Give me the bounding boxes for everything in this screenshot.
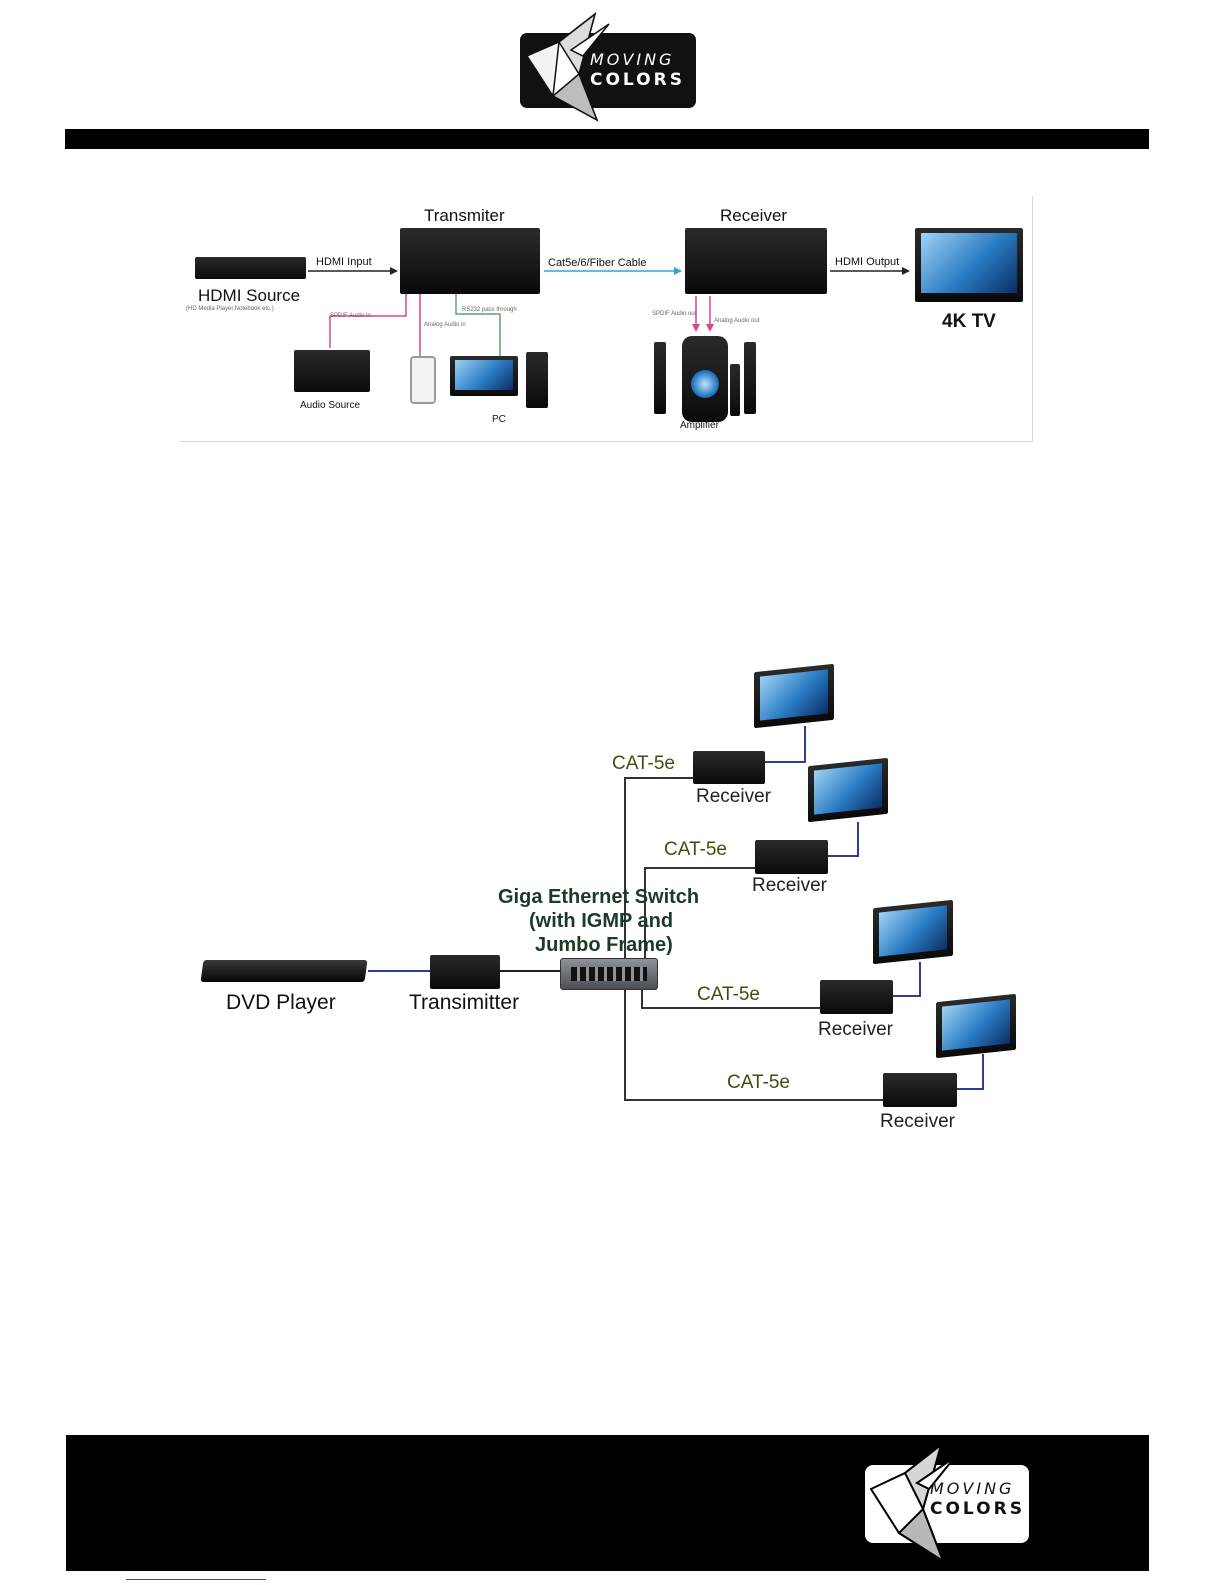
cable-label: Cat5e/6/Fiber Cable xyxy=(548,257,647,269)
switch-ports xyxy=(571,967,647,981)
cat-label-1: CAT-5e xyxy=(612,753,676,774)
receiver-label-3: Receiver xyxy=(818,1019,893,1040)
spdif-out-label: SPDIF Audio out xyxy=(652,311,697,317)
switch-subtitle-1: (with IGMP and xyxy=(529,910,674,932)
dvd-player-label: DVD Player xyxy=(226,991,336,1014)
spdif-in-label: SPDIF Audio in xyxy=(330,313,371,319)
hdmi-output-label: HDMI Output xyxy=(835,256,900,268)
right-speaker xyxy=(744,342,756,414)
monitor-3-screen xyxy=(879,905,947,957)
cat-label-4: CAT-5e xyxy=(727,1072,791,1093)
connection-lines xyxy=(308,267,910,356)
receiver-label-4: Receiver xyxy=(880,1111,955,1132)
analog-in-label: Analog Audio in xyxy=(424,322,466,328)
receiver-unit-4 xyxy=(883,1073,957,1107)
audio-source-label: Audio Source xyxy=(300,400,361,411)
receiver-label-2: Receiver xyxy=(752,875,827,896)
receiver-unit-3 xyxy=(820,980,893,1014)
switch-title: Giga Ethernet Switch xyxy=(498,886,700,908)
receiver-device xyxy=(685,228,827,294)
receiver-unit-1 xyxy=(693,751,765,784)
hdmi-source-sublabel: (HD Media Player,Notebook etc.) xyxy=(186,306,274,312)
switch-subtitle-2: Jumbo Frame) xyxy=(535,934,673,956)
origami-bird-icon xyxy=(520,12,696,122)
footer-origami-bird-icon xyxy=(865,1443,1029,1564)
transmitter-unit-label: Transimitter xyxy=(409,991,520,1014)
transmitter-device xyxy=(400,228,540,294)
receiver-label-1: Receiver xyxy=(696,786,771,807)
left-speaker xyxy=(654,342,666,414)
tv-screen xyxy=(921,233,1017,293)
transmitter-label: Transmiter xyxy=(424,206,505,225)
audio-source-device xyxy=(294,350,370,392)
footer-brand-line-2: COLORS xyxy=(930,1499,1025,1519)
phone-icon xyxy=(410,356,436,404)
cat-label-3: CAT-5e xyxy=(697,984,761,1005)
hdmi-input-label: HDMI Input xyxy=(316,256,372,268)
tv-label: 4K TV xyxy=(942,311,996,332)
hdmi-source-device xyxy=(195,257,306,279)
amplifier-label: Amplifier xyxy=(680,420,719,431)
monitor-2-screen xyxy=(814,763,882,815)
cat-label-2: CAT-5e xyxy=(664,839,728,860)
brand-line-2: COLORS xyxy=(590,70,685,90)
footer-bar: MOVING COLORS xyxy=(66,1435,1149,1571)
footer-link-underline[interactable] xyxy=(126,1579,266,1580)
monitor-1-screen xyxy=(760,669,828,721)
pc-tower xyxy=(526,352,548,408)
pc-label: PC xyxy=(492,414,506,425)
hdmi-source-label: HDMI Source xyxy=(198,286,301,305)
header-divider-bar xyxy=(65,129,1149,149)
footer-brand-line-1: MOVING xyxy=(930,1479,1015,1498)
brand-line-1: MOVING xyxy=(590,50,675,69)
transmitter-unit xyxy=(430,955,500,989)
amplifier-knob-icon xyxy=(691,370,719,398)
extender-diagram: HDMI Source (HD Media Player,Notebook et… xyxy=(180,196,1033,442)
monitor-4-screen xyxy=(942,999,1010,1051)
right-speaker-small xyxy=(730,364,740,416)
analog-out-label: Analog Audio out xyxy=(714,318,760,324)
ethernet-switch-device xyxy=(560,958,658,990)
rs232-label: RS232 pass through xyxy=(462,307,517,313)
receiver-label: Receiver xyxy=(720,206,788,225)
dvd-player-device xyxy=(200,960,368,982)
receiver-unit-2 xyxy=(755,840,828,874)
pc-screen xyxy=(455,360,513,390)
